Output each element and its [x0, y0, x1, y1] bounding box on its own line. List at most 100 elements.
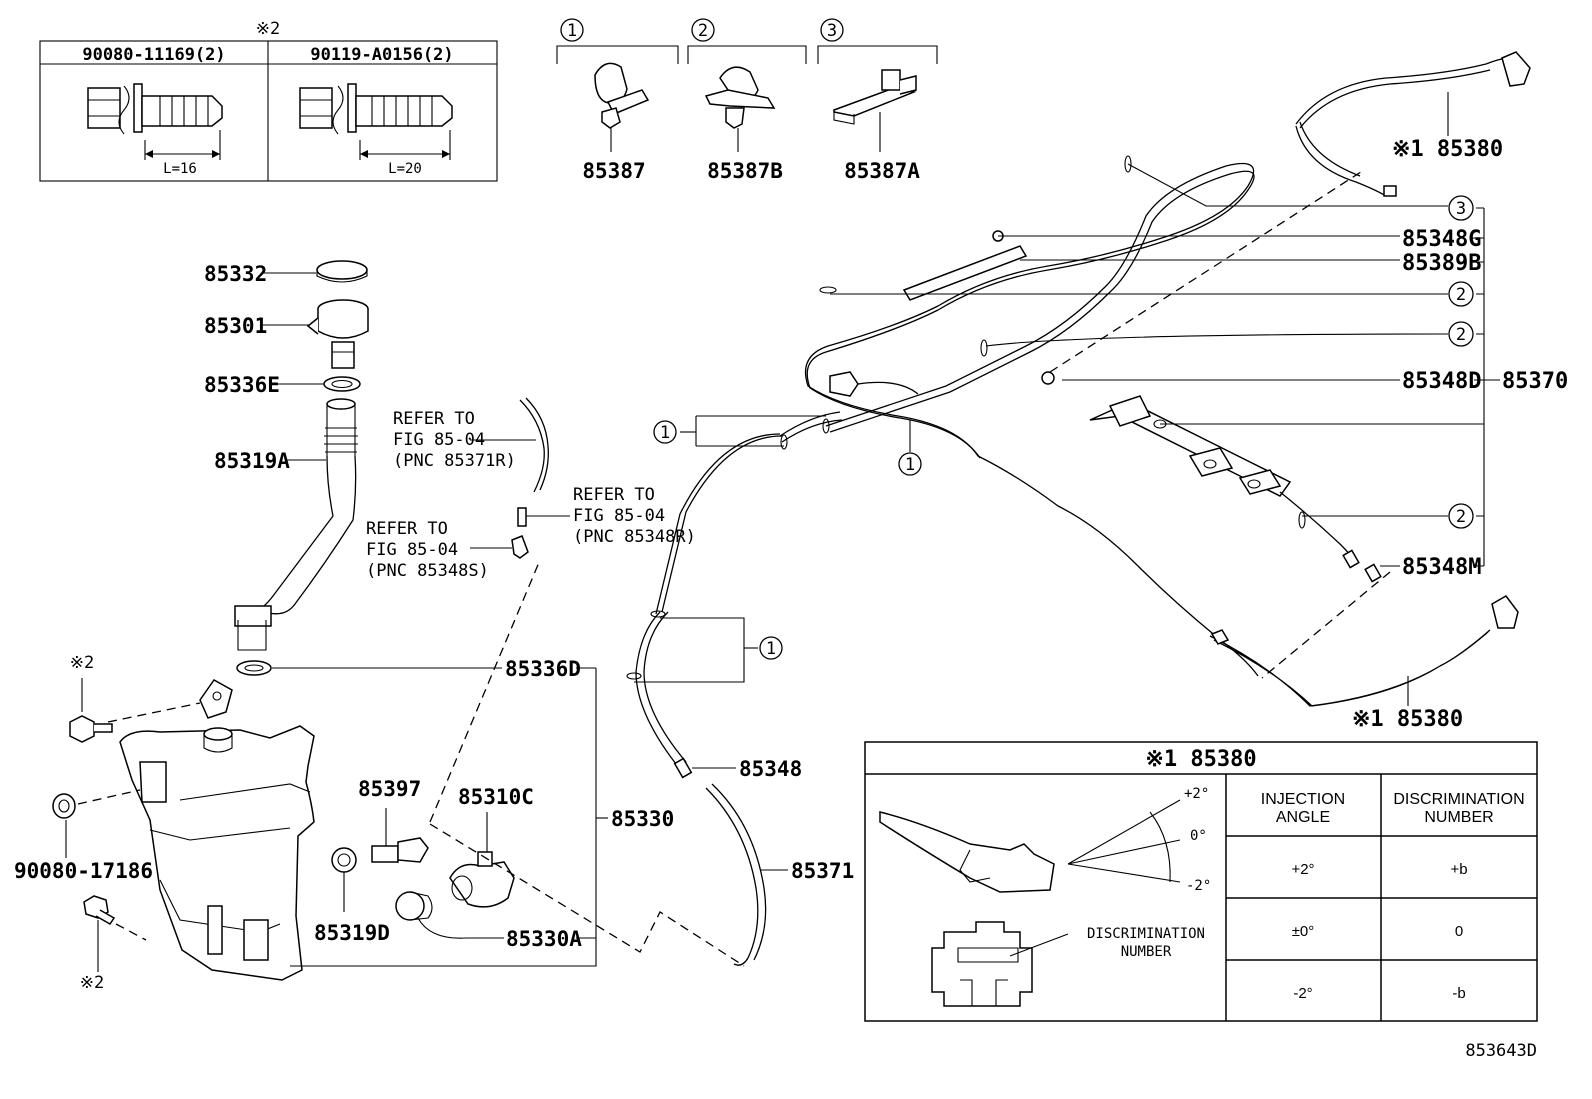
- row-3-number: -b: [1452, 985, 1465, 1002]
- pump-85310C: [449, 812, 515, 908]
- gasket-85336E: [323, 376, 361, 392]
- part-85397: 85397: [358, 777, 421, 801]
- part-90080-17186: 90080-17186: [14, 859, 153, 883]
- discrimination-connector-illustration: DISCRIMINATION NUMBER: [931, 921, 1205, 1007]
- callout-2-right-b: [1448, 321, 1474, 347]
- part-85319D: 85319D: [314, 921, 390, 945]
- part-85348: 85348: [739, 757, 802, 781]
- clip-callout-2: [691, 18, 715, 42]
- refer-1-l2: FIG 85-04: [393, 430, 485, 450]
- row-2-angle: ±0°: [1292, 923, 1315, 940]
- refer-3-l3: (PNC 85348S): [366, 561, 489, 581]
- clip-legend: 1 85387 2 85387B 3 853: [556, 18, 938, 183]
- part-85380-top: ※1 85380: [1392, 137, 1503, 162]
- gasket-85336D: [236, 660, 272, 676]
- callout-1c: [898, 452, 922, 476]
- bolt-table-mark: ※2: [256, 19, 280, 39]
- filler-neck-85301: [306, 299, 369, 369]
- bolt-lower: [83, 895, 116, 925]
- grommet-85319D: [331, 847, 357, 873]
- clip-callout-3: [820, 18, 844, 42]
- clip-part-85387A: 85387A: [844, 159, 920, 183]
- row-1-angle: +2°: [1291, 861, 1314, 878]
- row-3-angle: -2°: [1293, 985, 1312, 1002]
- refer-notes: REFER TO FIG 85-04 (PNC 85371R) REFER TO…: [366, 397, 696, 581]
- callout-2-right-a: [1448, 281, 1474, 307]
- clip-85387-drawing: [594, 62, 650, 152]
- angle-zero-label: 0°: [1190, 828, 1207, 844]
- bolt-upper: [69, 715, 113, 743]
- callout-1c-label: 1: [905, 455, 915, 475]
- part-85370: 85370: [1502, 369, 1568, 394]
- refer-1-l3: (PNC 85371R): [393, 451, 516, 471]
- bolt-drawing-2: L=20: [299, 83, 453, 177]
- figure-id: 853643D: [1465, 1041, 1537, 1061]
- row-1-number: +b: [1450, 861, 1467, 878]
- part-85348M: 85348M: [1402, 555, 1481, 580]
- clip-85387B-drawing: [704, 66, 776, 152]
- part-85330A: 85330A: [506, 927, 582, 951]
- bolt-upper-mark: ※2: [70, 653, 94, 673]
- rubber-hose-85389B: [902, 245, 1028, 301]
- refer-2-l2: FIG 85-04: [573, 506, 665, 526]
- nozzle-85380-bottom: ※1 85380: [1209, 595, 1519, 732]
- header-discrimination-1: DISCRIMINATION: [1393, 791, 1524, 808]
- part-85389B: 85389B: [1402, 251, 1481, 276]
- part-85330: 85330: [611, 807, 674, 831]
- clip-callout-1-label: 1: [567, 21, 577, 41]
- grommet-85330A: [395, 891, 433, 921]
- part-85371: 85371: [791, 859, 854, 883]
- level-sensor-85397: [371, 808, 429, 863]
- angle-plus-label: +2°: [1184, 786, 1209, 802]
- callout-2-right-c-label: 2: [1456, 507, 1466, 527]
- callout-1a-label: 1: [660, 423, 670, 443]
- callout-2-right-a-label: 2: [1456, 285, 1466, 305]
- clip-part-85387B: 85387B: [707, 159, 783, 183]
- callout-1b-label: 1: [766, 639, 776, 659]
- washer-tank-85330: [119, 725, 315, 981]
- nozzle-table: ※1 85380 INJECTION ANGLE DISCRIMINATION …: [864, 741, 1538, 1022]
- refer-2-l3: (PNC 85348R): [573, 527, 696, 547]
- clip-85387A-drawing: [833, 69, 917, 152]
- part-85336E: 85336E: [204, 373, 280, 397]
- callout-2-right-b-label: 2: [1456, 325, 1466, 345]
- filler-pipe-85319A: [234, 398, 358, 651]
- header-discrimination-2: NUMBER: [1424, 809, 1493, 826]
- refer-2-l1: REFER TO: [573, 485, 655, 505]
- hose-assembly-85370: 3 2 2 2 85348G 85389B 85348D 85370 85348…: [804, 155, 1568, 679]
- angle-minus-label: -2°: [1186, 878, 1211, 894]
- hose-85371: [705, 783, 767, 966]
- clip-callout-2-label: 2: [698, 21, 708, 41]
- callout-1b: [759, 636, 783, 660]
- refer-3-l2: FIG 85-04: [366, 540, 458, 560]
- refer-1-l1: REFER TO: [393, 409, 475, 429]
- part-85380-bottom: ※1 85380: [1352, 707, 1463, 732]
- part-85301: 85301: [204, 314, 267, 338]
- discrimination-label-1: DISCRIMINATION: [1087, 926, 1205, 942]
- callout-1a: [653, 420, 677, 444]
- refer-3-l1: REFER TO: [366, 519, 448, 539]
- nozzle-85380-top: ※1 85380: [1295, 51, 1531, 197]
- filler-assembly: 85332 85301 85336E 85319A: [14, 260, 745, 993]
- row-2-number: 0: [1455, 923, 1463, 940]
- injection-angle-illustration: +2° 0° -2°: [879, 786, 1211, 894]
- bolt-part-2: 90119-A0156(2): [310, 45, 453, 65]
- bolt-drawing-1: L=16: [87, 83, 223, 177]
- clip-callout-1: [560, 18, 584, 42]
- discrimination-label-2: NUMBER: [1121, 944, 1172, 960]
- part-85310C: 85310C: [458, 785, 534, 809]
- part-85348D: 85348D: [1402, 369, 1481, 394]
- nozzle-table-title: ※1 85380: [1145, 747, 1256, 772]
- part-85319A: 85319A: [214, 449, 290, 473]
- bolt-table: ※2 90080-11169(2) 90119-A0156(2) L=16: [39, 19, 498, 182]
- clip-callout-3-label: 3: [827, 21, 837, 41]
- bolt-length-1: L=16: [163, 161, 197, 177]
- clip-part-85387: 85387: [582, 159, 645, 183]
- callout-3-right: [1448, 195, 1474, 221]
- callout-2-right-c: [1448, 503, 1474, 529]
- header-injection-angle-2: ANGLE: [1276, 809, 1330, 826]
- part-85348G: 85348G: [1402, 227, 1481, 252]
- bolt-lower-mark: ※2: [80, 973, 104, 993]
- hose-center: 85348 85371 1 1 1: [626, 411, 922, 966]
